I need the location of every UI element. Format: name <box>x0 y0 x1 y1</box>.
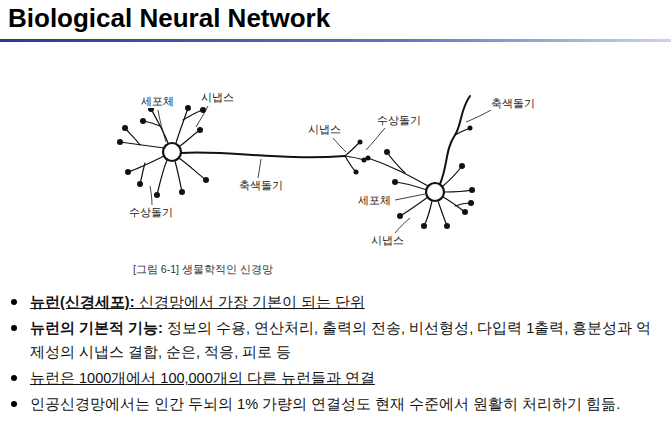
cell-body <box>163 143 181 161</box>
bullet-dot <box>11 299 17 305</box>
figure-caption: [그림 6-1] 생물학적인 신경망 <box>133 263 273 277</box>
bullet-dot <box>11 375 17 381</box>
part-label: 수상돌기 <box>128 206 174 219</box>
dendrite-ends <box>117 105 367 198</box>
part-label: 세포체 <box>357 194 392 207</box>
bullet-item: 뉴런은 1000개에서 100,000개의 다른 뉴런들과 연결 <box>30 366 665 390</box>
part-label: 축색돌기 <box>238 179 284 192</box>
title-rule <box>0 39 671 42</box>
page-title: Biological Neural Network <box>8 3 330 34</box>
cell-body <box>426 183 444 201</box>
bullet-heading: 뉴런의 기본적 기능: <box>30 320 163 336</box>
bullet-item: 뉴런(신경세포): 신경망에서 가장 기본이 되는 단위 <box>30 290 665 314</box>
bullet-heading: 뉴런(신경세포): <box>30 294 135 310</box>
bullet-text: 뉴런은 1000개에서 100,000개의 다른 뉴런들과 연결 <box>30 370 375 386</box>
part-label: 시냅스 <box>370 234 405 247</box>
bullet-text: 신경망에서 가장 기본이 되는 단위 <box>135 294 365 310</box>
part-label: 수상돌기 <box>376 114 422 127</box>
part-label: 시냅스 <box>200 91 235 104</box>
bullet-text: 인공신경망에서는 인간 두뇌의 1% 가량의 연결성도 현재 수준에서 원활히 … <box>30 396 620 412</box>
neuron-left <box>120 108 364 195</box>
part-label: 시냅스 <box>307 123 342 136</box>
leader-lines <box>150 106 491 233</box>
bullet-item: 인공신경망에서는 인간 두뇌의 1% 가량의 연결성도 현재 수준에서 원활히 … <box>30 392 665 416</box>
part-label: 세포체 <box>140 95 175 108</box>
bullet-dot <box>11 325 17 331</box>
bullet-dot <box>11 401 17 407</box>
bullet-item: 뉴런의 기본적 기능: 정보의 수용, 연산처리, 출력의 전송, 비선형성, … <box>30 316 665 364</box>
dendrite-ends <box>366 126 476 230</box>
part-label: 축색돌기 <box>490 97 536 110</box>
